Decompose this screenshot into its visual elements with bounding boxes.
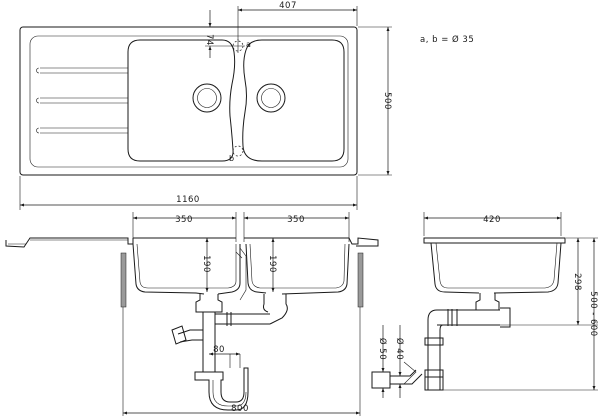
left-bowl-section <box>132 243 241 295</box>
front-view: 350 350 190 190 80 800 <box>5 212 379 416</box>
dim-1160: 1160 <box>176 195 200 205</box>
dim-500-600: 500 - 600 <box>588 291 598 336</box>
dim-80: 80 <box>213 345 225 355</box>
side-view: 420 298 500 - 600 Ø 50 Ø 40 <box>371 212 598 398</box>
drainer-grooves <box>36 67 128 134</box>
label-a: a <box>246 40 251 49</box>
sink-rim-section <box>5 237 379 248</box>
left-outlet <box>195 294 223 313</box>
dim-407: 407 <box>279 1 297 11</box>
dim-298: 298 <box>572 273 582 291</box>
cabinet-wall-left <box>120 252 127 308</box>
sink-inner-rim <box>29 35 349 168</box>
dim-500: 500 <box>382 92 392 110</box>
dishwasher-connector <box>177 329 203 343</box>
trap <box>194 367 249 411</box>
hole-b <box>232 145 244 157</box>
sink-outline <box>19 26 358 176</box>
left-bowl <box>127 39 236 162</box>
cabinet-wall-right <box>357 252 364 308</box>
dim-420: 420 <box>483 215 501 225</box>
dim-190-left: 190 <box>201 255 211 273</box>
side-bowl-section <box>430 242 562 294</box>
hole-note: a, b = Ø 35 <box>420 34 474 45</box>
right-bowl <box>242 39 345 162</box>
right-bowl-section <box>245 243 350 295</box>
dim-74: 74 <box>204 34 214 46</box>
dim-350-right: 350 <box>287 215 305 225</box>
wall-outlet <box>371 369 423 389</box>
dim-190-right: 190 <box>267 255 277 273</box>
dim-350-left: 350 <box>175 215 193 225</box>
dim-pipe-50: Ø 50 <box>377 338 388 360</box>
top-view: a b 407 74 500 1160 <box>19 1 392 210</box>
left-drain <box>192 83 222 113</box>
dim-pipe-40: Ø 40 <box>394 338 405 360</box>
right-drain <box>256 83 286 113</box>
label-b: b <box>229 154 235 163</box>
dim-800: 800 <box>231 404 249 414</box>
